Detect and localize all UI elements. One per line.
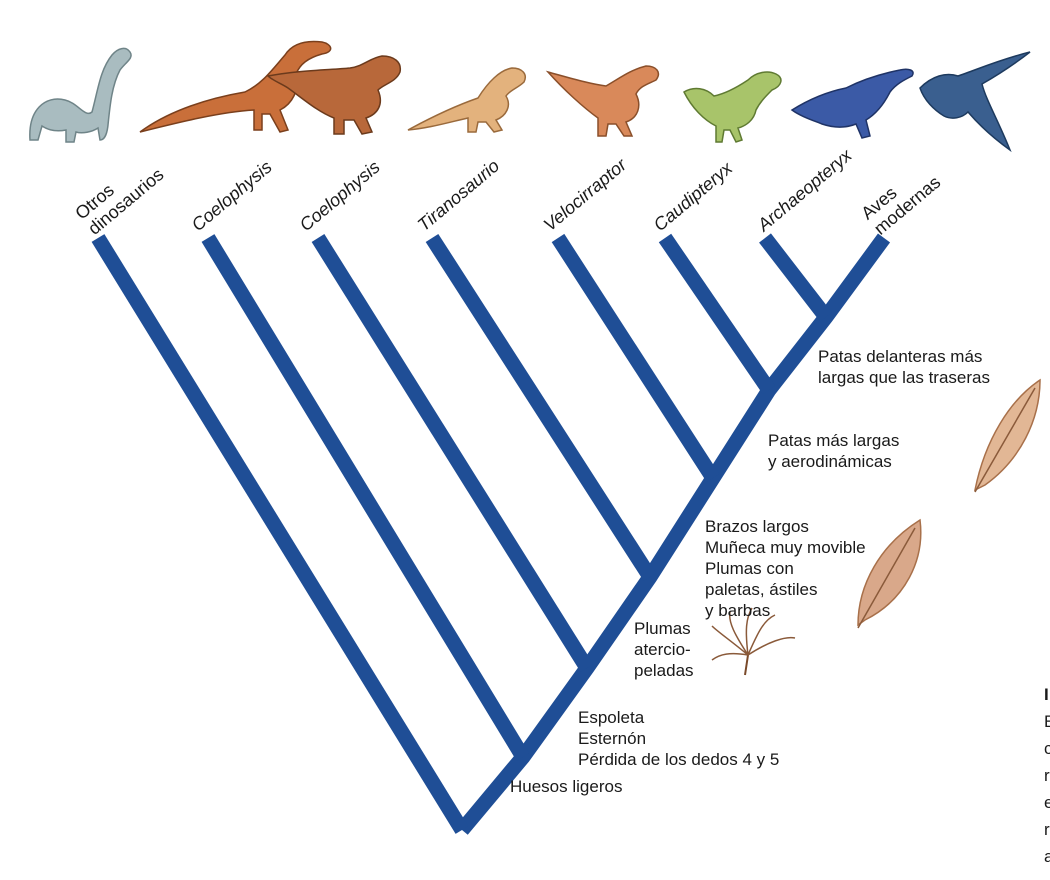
feather-illustration-middle — [858, 520, 921, 628]
branch-line — [765, 238, 826, 317]
branch-line — [665, 238, 769, 390]
tyrannosaurus-illustration — [408, 68, 525, 132]
feather-illustration-top — [975, 380, 1040, 492]
branch-line — [318, 238, 587, 668]
taxon-label: Coelophysis — [296, 157, 384, 235]
cut-caption-letter: c — [1044, 739, 1050, 758]
archaeopteryx-illustration — [792, 69, 913, 138]
velociraptor-illustration — [548, 66, 658, 136]
cut-caption-letter: r — [1044, 766, 1050, 785]
trait-label: Huesos ligeros — [510, 777, 622, 796]
taxon-label: Tiranosaurio — [414, 156, 503, 236]
cut-caption-letter: I — [1044, 685, 1049, 704]
branch-line — [98, 238, 462, 830]
taxon-label: Archaeopteryx — [753, 144, 856, 235]
taxon-label: Coelophysis — [188, 157, 276, 235]
branch-line — [432, 238, 650, 577]
taxon-label: Velocirraptor — [540, 154, 631, 235]
caudipteryx-illustration — [684, 72, 781, 142]
sauropod-illustration — [30, 48, 131, 142]
cut-caption-letter: r — [1044, 820, 1050, 839]
modern-bird-illustration — [920, 52, 1030, 150]
taxon-label: Avesmodernas — [857, 157, 944, 239]
cut-caption-letter: a — [1044, 847, 1050, 866]
branch-spine — [462, 238, 884, 830]
taxon-labels: Otrosdinosaurios Coelophysis Coelophysis Ti… — [71, 144, 944, 238]
cut-caption-letter: e — [1044, 793, 1050, 812]
taxon-label: Otrosdinosaurios — [71, 149, 167, 239]
cut-caption-letter: E — [1044, 712, 1050, 731]
taxon-label: Caudipteryx — [650, 157, 737, 235]
